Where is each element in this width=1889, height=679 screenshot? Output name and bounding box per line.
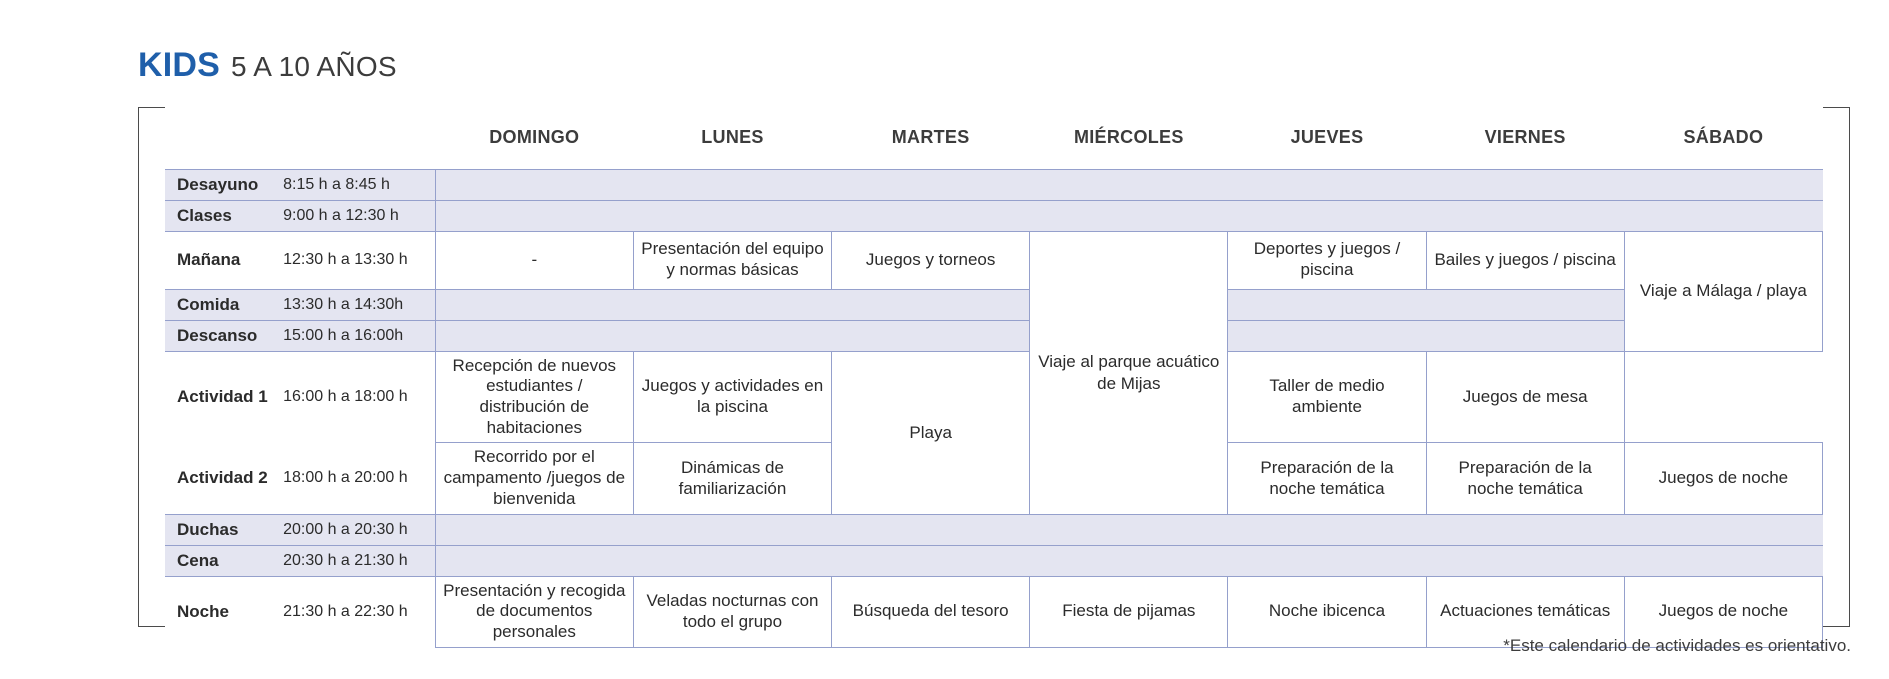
cell-martes-playa: Playa <box>831 350 1031 515</box>
table-row-comida: Comida 13:30 h a 14:30h <box>165 288 1823 321</box>
column-header-martes: MARTES <box>831 107 1030 169</box>
row-label-actividad-2: Actividad 2 <box>165 442 284 515</box>
header-spacer-label <box>165 107 284 169</box>
cell-clases-all-days <box>434 199 1823 232</box>
cell-manana-viernes: Bailes y juegos / piscina <box>1425 230 1625 290</box>
row-time-desayuno: 8:15 h a 8:45 h <box>283 168 436 201</box>
column-header-miercoles: MIÉRCOLES <box>1029 107 1228 169</box>
schedule-table: DOMINGO LUNES MARTES MIÉRCOLES JUEVES VI… <box>165 107 1824 648</box>
table-row-descanso: Descanso 15:00 h a 16:00h <box>165 319 1823 352</box>
cell-miercoles-trip: Viaje al parque acuático de Mijas <box>1029 230 1229 515</box>
cell-act2-viernes: Preparación de la noche temática <box>1425 442 1625 515</box>
column-header-jueves: JUEVES <box>1227 107 1427 169</box>
cell-cena-all-days <box>434 544 1823 577</box>
cell-noche-domingo: Presentación y recogida de documentos pe… <box>434 575 634 648</box>
footnote: *Este calendario de actividades es orien… <box>1503 636 1851 655</box>
cell-noche-viernes: Actuaciones temáticas <box>1425 575 1625 648</box>
cell-duchas-all-days <box>434 513 1823 546</box>
cell-act1-domingo: Recepción de nuevos estudiantes / distri… <box>434 350 634 444</box>
row-time-clases: 9:00 h a 12:30 h <box>283 199 436 232</box>
row-time-actividad-1: 16:00 h a 18:00 h <box>283 351 436 443</box>
row-time-manana: 12:30 h a 13:30 h <box>283 231 436 289</box>
cell-act2-domingo: Recorrido por el campamento /juegos de b… <box>434 442 634 515</box>
cell-comida-jue-vie <box>1227 288 1625 321</box>
cell-noche-jueves: Noche ibicenca <box>1227 575 1427 648</box>
cell-comida-dom-mar <box>434 288 1030 321</box>
row-label-clases: Clases <box>165 199 284 232</box>
table-row-noche: Noche 21:30 h a 22:30 h Presentación y r… <box>165 575 1824 648</box>
page-title-subtitle: 5 A 10 AÑOS <box>231 51 397 82</box>
cell-noche-miercoles: Fiesta de pijamas <box>1029 575 1228 648</box>
cell-sabado-trip: Viaje a Málaga / playa <box>1623 230 1824 352</box>
cell-noche-sabado: Juegos de noche <box>1623 575 1824 648</box>
page-title-brand: KIDS <box>138 46 221 84</box>
row-label-duchas: Duchas <box>165 513 284 546</box>
row-label-desayuno: Desayuno <box>165 168 284 201</box>
cell-manana-lunes: Presentación del equipo y normas básicas <box>632 230 832 290</box>
page-title: KIDS 5 A 10 AÑOS <box>138 46 397 85</box>
column-header-viernes: VIERNES <box>1426 107 1625 169</box>
table-row-actividad-2: Actividad 2 18:00 h a 20:00 h Recorrido … <box>165 442 1824 515</box>
table-row-manana: Mañana 12:30 h a 13:30 h - Presentación … <box>165 230 1824 515</box>
row-time-noche: 21:30 h a 22:30 h <box>283 576 436 648</box>
column-header-domingo: DOMINGO <box>435 107 634 169</box>
cell-noche-lunes: Veladas nocturnas con todo el grupo <box>632 575 832 648</box>
row-label-noche: Noche <box>165 576 284 648</box>
row-time-actividad-2: 18:00 h a 20:00 h <box>283 442 436 515</box>
header-spacer-time <box>283 107 436 169</box>
column-header-sabado: SÁBADO <box>1624 107 1823 169</box>
cell-act2-jueves: Preparación de la noche temática <box>1227 442 1427 515</box>
row-label-manana: Mañana <box>165 231 284 289</box>
row-label-cena: Cena <box>165 544 284 577</box>
row-time-cena: 20:30 h a 21:30 h <box>283 544 436 577</box>
cell-act2-lunes: Dinámicas de familiarización <box>632 442 832 515</box>
cell-manana-domingo: - <box>434 230 634 290</box>
cell-act2-sabado: Juegos de noche <box>1623 442 1824 515</box>
table-row-desayuno: Desayuno 8:15 h a 8:45 h <box>165 168 1823 201</box>
row-label-descanso: Descanso <box>165 319 284 352</box>
cell-act1-viernes: Juegos de mesa <box>1425 350 1625 444</box>
row-label-comida: Comida <box>165 288 284 321</box>
column-header-lunes: LUNES <box>633 107 832 169</box>
table-row-actividad-1: Actividad 1 16:00 h a 18:00 h Recepción … <box>165 350 1823 515</box>
table-row-cena: Cena 20:30 h a 21:30 h <box>165 544 1823 577</box>
row-time-comida: 13:30 h a 14:30h <box>283 288 436 321</box>
row-time-descanso: 15:00 h a 16:00h <box>283 319 436 352</box>
cell-manana-martes: Juegos y torneos <box>831 230 1030 290</box>
cell-descanso-jue-vie <box>1227 319 1625 352</box>
cell-descanso-dom-mar <box>434 319 1030 352</box>
cell-manana-jueves: Deportes y juegos / piscina <box>1227 230 1427 290</box>
table-row-clases: Clases 9:00 h a 12:30 h <box>165 199 1823 232</box>
row-label-actividad-1: Actividad 1 <box>165 351 284 443</box>
cell-desayuno-all-days <box>434 168 1823 201</box>
table-row-duchas: Duchas 20:00 h a 20:30 h <box>165 513 1823 546</box>
cell-noche-martes: Búsqueda del tesoro <box>831 575 1030 648</box>
cell-act1-lunes: Juegos y actividades en la piscina <box>632 350 832 444</box>
day-header-row: DOMINGO LUNES MARTES MIÉRCOLES JUEVES VI… <box>165 107 1823 169</box>
cell-act1-jueves: Taller de medio ambiente <box>1227 350 1427 444</box>
row-time-duchas: 20:00 h a 20:30 h <box>283 513 436 546</box>
